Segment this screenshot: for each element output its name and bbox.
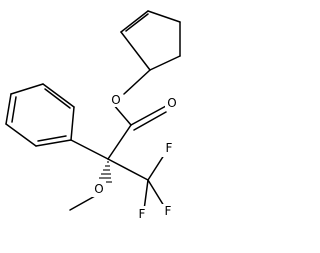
molecule-canvas: O O O F F F [5, 10, 181, 222]
cf3-bond-f2 [147, 179, 165, 207]
structure-diagram: O O O F F F [5, 10, 181, 222]
fluorine-2-label: F [165, 204, 172, 218]
phenyl-ring [5, 83, 75, 147]
ester-oxygen-label: O [111, 93, 120, 107]
chiral-to-phenyl-bond [70, 139, 109, 160]
methoxy-oxygen-label: O [94, 182, 103, 196]
phenyl-bond-6 [70, 106, 75, 141]
phenyl-inner-double-2 [11, 96, 17, 123]
fluorine-2-bg [162, 204, 176, 220]
carbonyl-double-bond-a [130, 105, 167, 126]
cf3-bond-f3 [143, 179, 149, 211]
carbonyl-oxygen-bg [165, 95, 179, 111]
ester-oxygen-to-carbonyl-bond [112, 103, 132, 126]
ester-oxygen-bg [109, 91, 123, 107]
phenyl-bond-5 [42, 83, 75, 108]
chiral-to-cf3-bond [107, 158, 149, 181]
ring-double-bond-inner [125, 13, 149, 32]
ring-bond-1 [120, 10, 149, 33]
methoxy-hashed-wedge [97, 161, 112, 183]
phenyl-bond-1 [35, 139, 72, 147]
carbonyl-double-bond-b [133, 111, 167, 131]
ring-bond-2 [147, 10, 181, 23]
ring-to-ester-oxygen-bond [123, 69, 151, 95]
carbonyl-oxygen-label: O [167, 96, 176, 110]
fluorine-3-bg [135, 206, 149, 222]
ring-bond-5 [120, 31, 151, 71]
phenyl-inner-double-1 [37, 135, 67, 142]
fluorine-1-bg [161, 141, 175, 157]
fluorine-3-label: F [139, 207, 146, 221]
phenyl-bond-3 [5, 93, 12, 125]
cyclopentene-ring [120, 10, 181, 71]
phenyl-bond-2 [5, 123, 37, 147]
methoxy-methyl-bond [69, 195, 96, 211]
phenyl-inner-double-3 [44, 88, 71, 109]
fluorine-1-label: F [166, 141, 173, 155]
carbonyl-to-chiral-bond [107, 124, 132, 160]
phenyl-bond-4 [10, 83, 44, 95]
methoxy-oxygen-bg [92, 181, 106, 197]
ring-bond-4 [149, 55, 181, 71]
